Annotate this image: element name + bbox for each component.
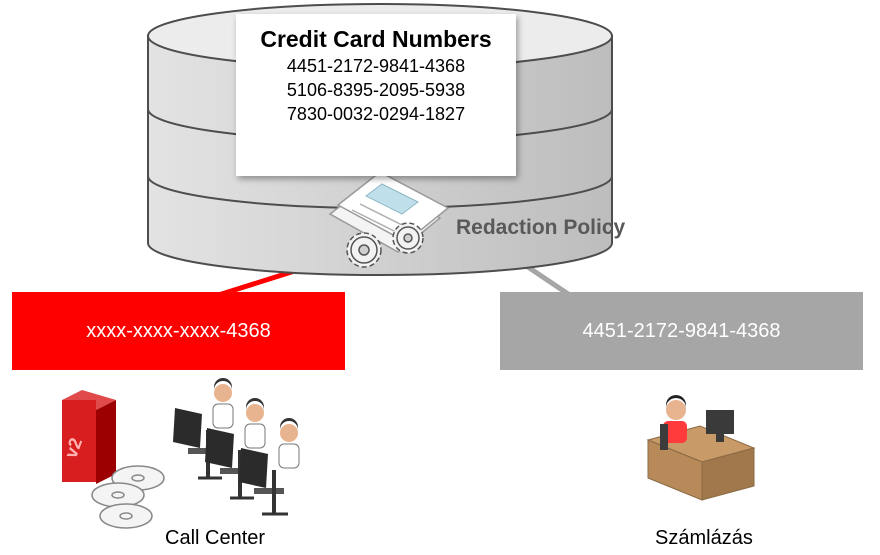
redaction-policy-label: Redaction Policy — [456, 216, 626, 239]
gears-icon — [346, 222, 424, 268]
office-worker-icon — [646, 395, 756, 501]
software-box-icon: v2 — [61, 390, 116, 484]
full-output-box: 4451-2172-9841-4368 — [500, 292, 863, 370]
call-center-agents-icon — [173, 378, 300, 516]
discs-icon — [91, 465, 165, 529]
szamlazas-caption: Számlázás — [655, 527, 753, 549]
card-number-1: 4451-2172-9841-4368 — [286, 56, 466, 76]
redacted-output-box: xxxx-xxxx-xxxx-4368 — [12, 292, 345, 370]
credit-card-table: Credit Card Numbers 4451-2172-9841-4368 … — [236, 14, 516, 176]
card-number-3: 7830-0032-0294-1827 — [286, 104, 466, 124]
card-number-2: 5106-8395-2095-5938 — [286, 80, 466, 100]
call-center-caption: Call Center — [165, 527, 266, 549]
card-table-title: Credit Card Numbers — [260, 26, 492, 52]
